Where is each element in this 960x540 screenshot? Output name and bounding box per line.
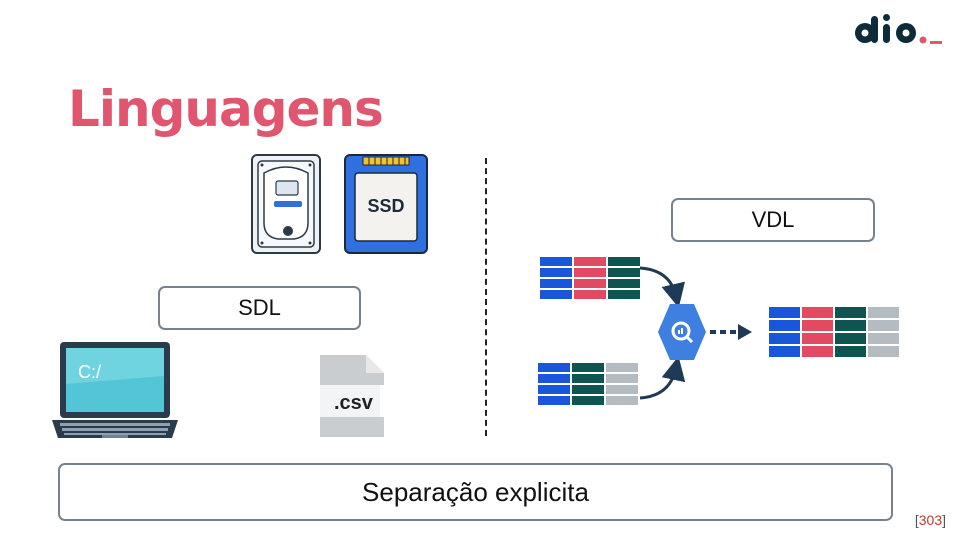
vdl-box: VDL	[671, 198, 875, 242]
input-table-bottom	[538, 363, 638, 405]
page-number: [303]	[914, 512, 946, 528]
ssd-icon: SSD	[343, 153, 429, 260]
dio-logo	[850, 12, 946, 57]
laptop-screen-text: C:/	[78, 362, 101, 382]
explicit-separation-box: Separação explicita	[58, 463, 893, 521]
input-table-top	[540, 257, 640, 299]
dio-logo-icon	[855, 14, 942, 44]
ssd-label: SSD	[367, 196, 404, 216]
page-number-value: 303	[918, 512, 943, 528]
csv-file-icon: .csv	[320, 355, 412, 444]
hard-drive-icon	[250, 153, 322, 260]
sdl-box: SDL	[158, 286, 361, 330]
page-title: Linguagens	[68, 80, 384, 138]
flow-arrows	[630, 262, 770, 412]
output-table	[769, 307, 899, 357]
csv-label: .csv	[334, 392, 374, 414]
laptop-icon: C:/	[50, 340, 180, 447]
vertical-divider	[485, 158, 487, 436]
